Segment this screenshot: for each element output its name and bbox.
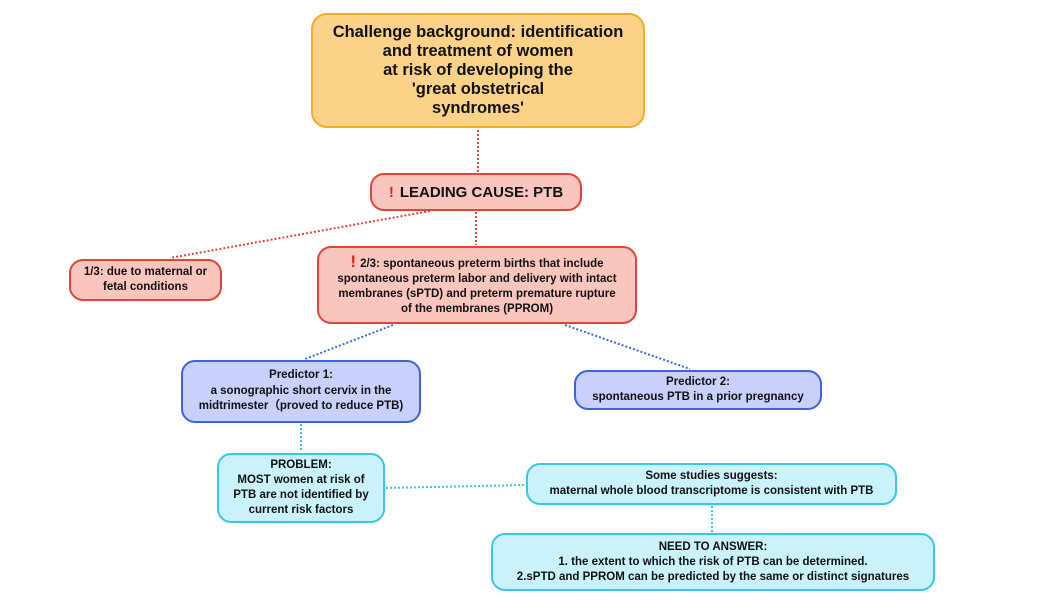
predictor-1-node[interactable]: Predictor 1: a sonographic short cervix … [181,360,421,423]
connector-two_thirds-to-predictor2 [564,324,691,370]
connector-leading-to-one_third [169,210,431,259]
challenge-background-node[interactable]: Challenge background: identification and… [311,13,645,128]
studies-suggest-node[interactable]: Some studies suggests: maternal whole bl… [526,463,897,505]
exclamation-icon: ! [350,251,357,271]
leading-cause-node[interactable]: ! LEADING CAUSE: PTB [370,173,582,211]
two-thirds-line-4: of the membranes (PPROM) [400,302,554,315]
challenge-line-2: and treatment of women [382,42,574,60]
one-third-line-2: fetal conditions [103,281,188,293]
need-to-answer-node[interactable]: NEED TO ANSWER: 1. the extent to which t… [491,533,935,591]
need-title: NEED TO ANSWER: [658,540,768,553]
predictor-1-title: Predictor 1: [269,369,333,382]
challenge-line-3: at risk of developing the [383,61,573,79]
predictor-2-title: Predictor 2: [666,376,730,388]
problem-line-2: MOST women at risk of [237,474,365,486]
two-thirds-line-3: membranes (sPTD) and preterm premature r… [338,287,616,300]
one-third-line-1: 1/3: due to maternal or [83,266,208,278]
need-line-3: 2.sPTD and PPROM can be predicted by the… [516,570,910,583]
studies-line-2: maternal whole blood transcriptome is co… [549,485,874,497]
exclamation-icon: ! [388,183,394,201]
connector-two_thirds-to-predictor1 [304,324,394,360]
leading-cause-label: LEADING CAUSE: PTB [399,183,564,201]
predictor-2-node[interactable]: Predictor 2: spontaneous PTB in a prior … [574,370,822,410]
two-thirds-line-2: spontaneous preterm labor and delivery w… [337,272,617,285]
connector-problem-to-studies [385,484,526,489]
problem-line-3: PTB are not identified by [233,489,369,501]
challenge-line-1: Challenge background: identification [332,23,624,41]
problem-line-4: current risk factors [248,504,354,516]
two-thirds-cause-node[interactable]: !2/3: spontaneous preterm births that in… [317,246,637,324]
predictor-2-line-2: spontaneous PTB in a prior pregnancy [592,391,804,403]
two-thirds-line-1: !2/3: spontaneous preterm births that in… [350,251,604,271]
problem-node[interactable]: PROBLEM: MOST women at risk of PTB are n… [217,453,385,523]
studies-title: Some studies suggests: [645,470,778,482]
challenge-line-5: syndromes' [432,99,524,117]
challenge-line-4: 'great obstetrical [411,80,545,98]
predictor-1-line-2: a sonographic short cervix in the [210,384,392,397]
one-third-cause-node[interactable]: 1/3: due to maternal or fetal conditions [69,259,222,301]
predictor-1-line-3: midtrimester（proved to reduce PTB) [198,400,404,413]
problem-title: PROBLEM: [270,459,332,471]
need-line-2: 1. the extent to which the risk of PTB c… [558,555,868,568]
